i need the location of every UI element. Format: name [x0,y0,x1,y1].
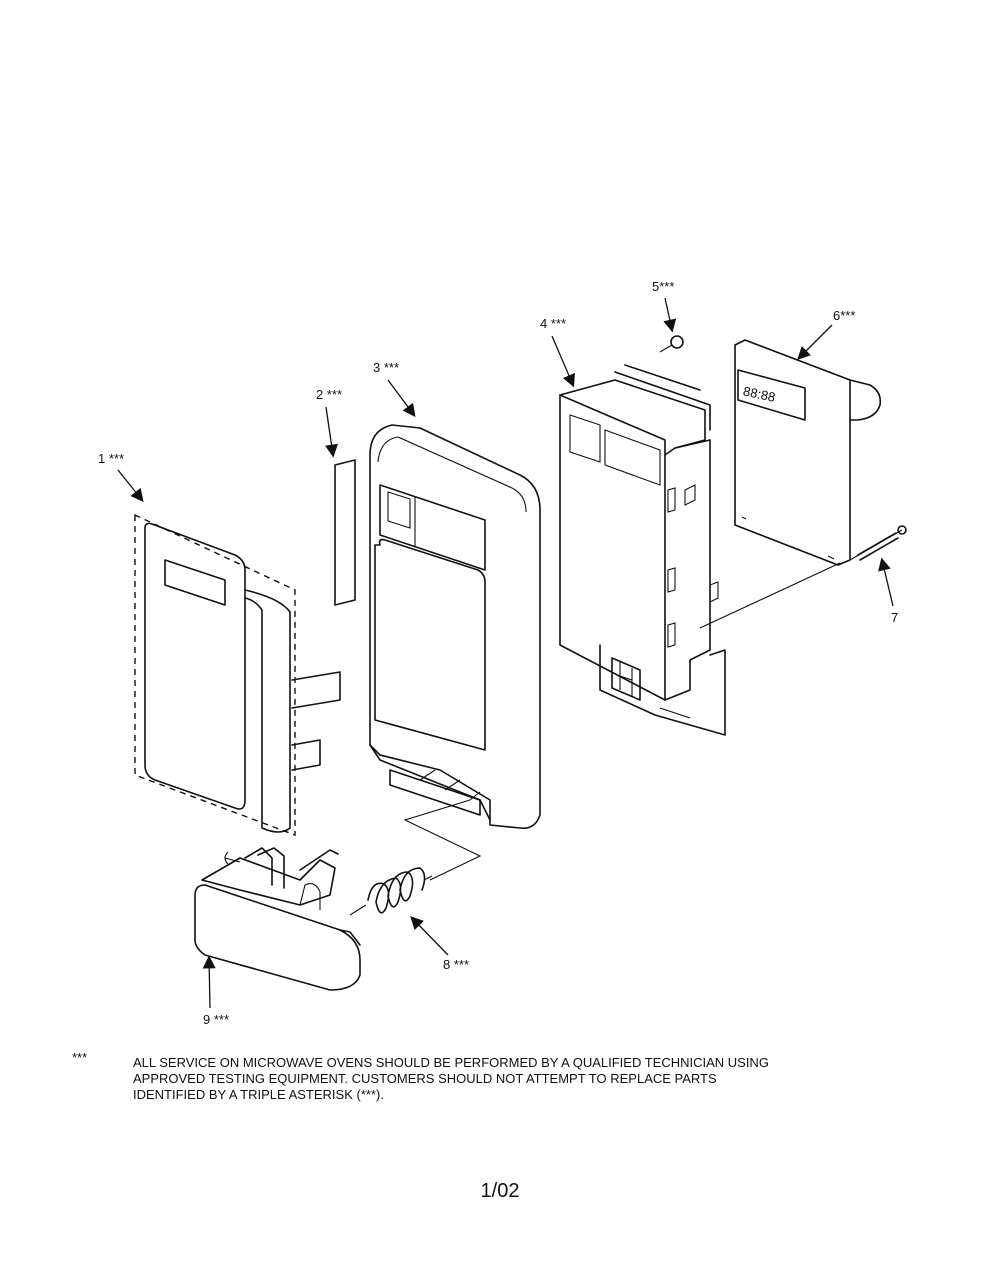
callout-2-label: 2 *** [316,387,342,402]
callout-2-arrow [325,406,338,458]
wire-harness [403,799,482,881]
footnote-line-2: APPROVED TESTING EQUIPMENT. CUSTOMERS SH… [133,1071,717,1086]
callout-4-arrow [551,335,575,388]
callout-1-arrow [117,469,144,503]
part-8-spring [349,867,433,916]
callout-1-label: 1 *** [98,451,124,466]
callout-6-arrow [797,324,833,360]
callout-7-label: 7 [891,610,898,625]
part-9-latch-base [194,847,361,991]
callout-8-label: 8 *** [443,957,469,972]
callout-9-arrow [202,955,216,1009]
callout-8-arrow [410,916,449,956]
callout-6-label: 6*** [833,308,855,323]
part-6-display-board: 88:88 [734,339,882,566]
part-2-strip [334,459,356,606]
callout-9-label: 9 *** [203,1012,229,1027]
part-3-control-panel-frame [369,424,541,830]
callout-5-arrow [663,297,677,333]
callout-7-arrow [878,557,894,607]
footnote-line-3: IDENTIFIED BY A TRIPLE ASTERISK (***). [133,1087,384,1102]
footnote-line-1: ALL SERVICE ON MICROWAVE OVENS SHOULD BE… [133,1055,769,1070]
part-5-screw [659,335,684,353]
footnote-marker: *** [72,1050,88,1065]
callouts: 1 *** 2 *** 3 *** 4 *** 5*** 6*** 7 8 **… [98,279,898,1027]
footnote-text: ALL SERVICE ON MICROWAVE OVENS SHOULD BE… [133,1055,913,1103]
part-7-screw [699,525,907,629]
page-number: 1/02 [480,1180,520,1202]
part-1-control-panel-overlay [134,513,341,837]
callout-4-label: 4 *** [540,316,566,331]
callout-5-label: 5*** [652,279,674,294]
display-readout: 88:88 [742,383,777,404]
part-4-control-unit [559,364,726,736]
callout-3-label: 3 *** [373,360,399,375]
callout-3-arrow [387,379,416,418]
